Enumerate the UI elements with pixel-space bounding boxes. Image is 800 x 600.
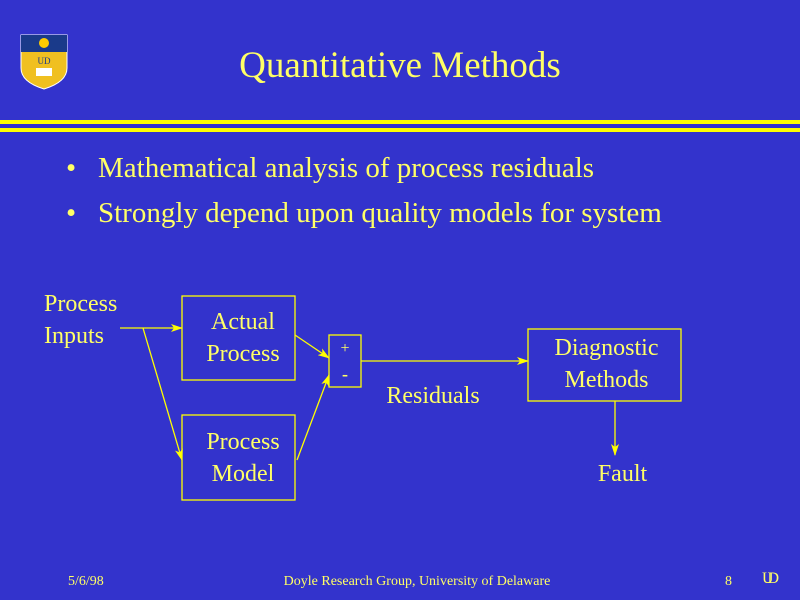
footer-page-number: 8 (725, 574, 732, 589)
footer-center: Doyle Research Group, University of Dela… (283, 574, 551, 589)
fault-label: Fault (597, 461, 648, 487)
actual-process-box (181, 295, 296, 381)
bullet-item: •Strongly depend upon quality models for… (66, 197, 662, 229)
footer-date: 5/6/98 (68, 574, 104, 589)
logo-shield: UD (20, 34, 68, 90)
title-rule-bottom (0, 128, 800, 132)
arrow-actual-to-sum (294, 334, 330, 359)
process-inputs-label: Process Inputs (44, 291, 118, 349)
plus-sign: + (340, 340, 350, 357)
diagnostic-methods-box (527, 328, 682, 402)
footer-ud-logo: UD (762, 570, 779, 587)
arrow-model-to-sum (296, 374, 330, 461)
residuals-label: Residuals (386, 383, 480, 409)
arrow-inputs-to-model (142, 327, 183, 461)
bullet-item: •Mathematical analysis of process residu… (66, 152, 595, 184)
diagnostic-methods-label: Diagnostic Methods (554, 335, 659, 393)
bullet-list: •Mathematical analysis of process residu… (66, 152, 662, 242)
slide-title: Quantitative Methods (239, 45, 561, 86)
actual-process-label: Actual Process (206, 309, 280, 367)
minus-sign: - (342, 364, 348, 384)
process-model-label: Process Model (206, 429, 280, 487)
title-rule-top (0, 120, 800, 124)
svg-text:UD: UD (38, 56, 51, 66)
